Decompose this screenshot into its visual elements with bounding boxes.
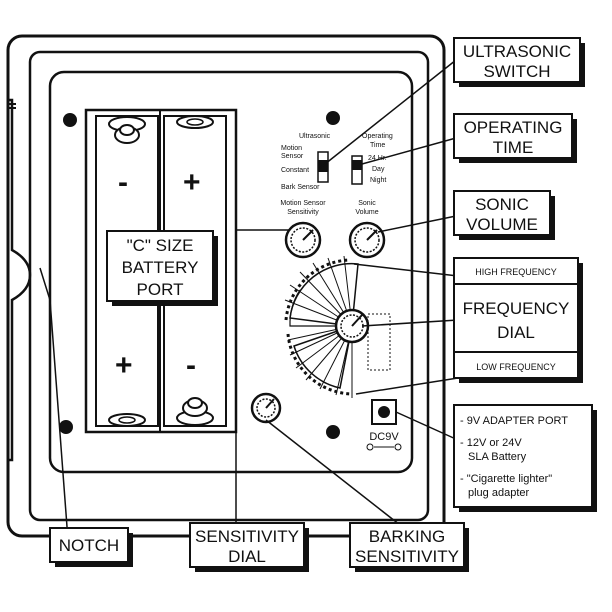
battery-minus-top: - [118, 166, 128, 199]
sonic-volume-knob [348, 221, 386, 259]
barking-sensitivity-line2: SENSITIVITY [355, 547, 459, 566]
switch-label-motion: Motion [281, 145, 302, 152]
screw [326, 425, 340, 439]
high-frequency-label: HIGH FREQUENCY [475, 267, 557, 277]
battery-minus-bottom: - [186, 349, 196, 382]
sonic-volume-callout [453, 190, 551, 236]
frequency-dial-line1: FREQUENCY [463, 299, 570, 318]
frequency-dial-knob [334, 308, 370, 344]
time-label-operating: Operating [362, 133, 393, 140]
sonic-volume-label2: Volume [355, 209, 378, 216]
notch-callout [49, 527, 129, 563]
leader-lines [39, 59, 459, 541]
battery-port-line2: BATTERY [122, 258, 199, 277]
switch-label-bark-sensor: Bark Sensor [281, 184, 320, 191]
time-label-24hr: 24 Hr. [368, 155, 387, 162]
adapter-line2: - 12V or 24V [460, 437, 522, 449]
switch-label-ultrasonic: Ultrasonic [299, 133, 331, 140]
adapter-line3: SLA Battery [468, 451, 527, 463]
adapter-line4: - "Cigarette lighter" [460, 473, 552, 485]
switch-label-constant: Constant [281, 167, 309, 174]
frequency-dial-line2: DIAL [497, 323, 535, 342]
sonic-volume-line2: VOLUME [466, 215, 538, 234]
sonic-volume-line1: SONIC [475, 195, 529, 214]
time-label-night: Night [370, 177, 386, 184]
screw [326, 111, 340, 125]
motion-sensitivity-label2: Sensitivity [287, 209, 319, 216]
screw [59, 420, 73, 434]
frequency-callout [453, 257, 579, 379]
battery-port-callout [106, 230, 214, 302]
sensitivity-dial-line1: SENSITIVITY [195, 527, 299, 546]
sensitivity-dial-line2: DIAL [228, 547, 266, 566]
switch-label-sensor: Sensor [281, 153, 304, 160]
battery-port-line1: "C" SIZE [127, 236, 194, 255]
motion-sensitivity-knob [284, 221, 322, 259]
time-label-day: Day [372, 166, 385, 173]
sonic-volume-label1: Sonic [358, 200, 376, 207]
operating-time-line1: OPERATING [464, 118, 563, 137]
operating-time-line2: TIME [493, 138, 534, 157]
notch-shape [8, 98, 32, 462]
frequency-dial-scale [284, 255, 359, 398]
low-frequency-label: LOW FREQUENCY [476, 362, 556, 372]
barking-sensitivity-callout [349, 522, 465, 568]
ultrasonic-switch-line1: ULTRASONIC [463, 42, 571, 61]
time-label-time: Time [370, 142, 385, 149]
ultrasonic-switch-callout [453, 37, 581, 83]
dc9v-label: DC9V [369, 431, 399, 443]
adapter-line5: plug adapter [468, 487, 529, 499]
barking-sensitivity-line1: BARKING [369, 527, 446, 546]
sensitivity-dial-callout [189, 522, 305, 568]
adapter-line1: - 9V ADAPTER PORT [460, 415, 568, 427]
battery-plus-bottom: + [115, 349, 133, 382]
ultrasonic-switch-line2: SWITCH [483, 62, 550, 81]
motion-sensitivity-label1: Motion Sensor [280, 200, 326, 207]
battery-port-line3: PORT [137, 280, 184, 299]
notch-label: NOTCH [59, 536, 119, 555]
screw [63, 113, 77, 127]
operating-time-callout [453, 113, 573, 159]
battery-plus-top: + [183, 166, 201, 199]
adapter-callout [453, 404, 593, 508]
barking-sensitivity-knob [250, 392, 282, 424]
